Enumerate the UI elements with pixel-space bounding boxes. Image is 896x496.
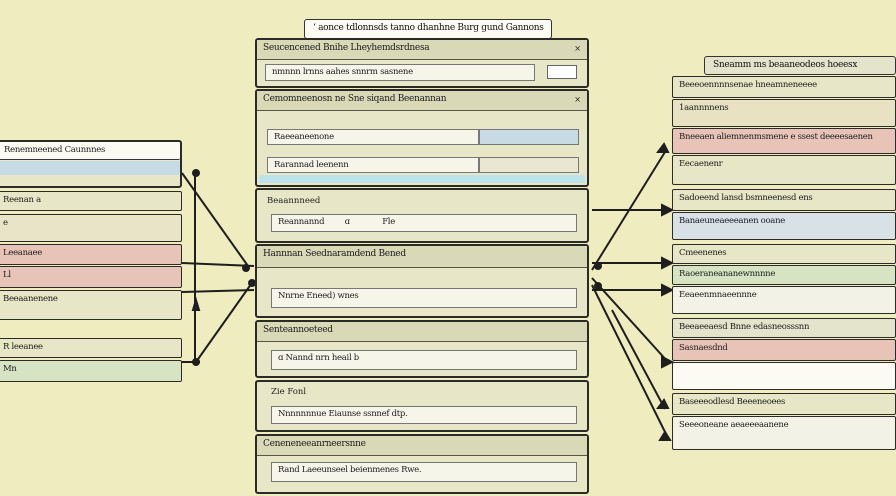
center-card-6-field[interactable]: Nnnnnnnue Eiaunse ssnnef dtp.	[271, 406, 577, 424]
center-card-2: Cemomneenosn ne Sne siqand Beenannan × R…	[255, 89, 589, 187]
center-card-6: Zie Fonl Nnnnnnnue Eiaunse ssnnef dtp.	[255, 380, 589, 432]
center-card-3: Beaannneed Reannannd ɑ Fle	[255, 188, 589, 243]
connector-line	[591, 284, 669, 439]
arrow-head	[656, 142, 670, 153]
right-bar[interactable]: Raoeraneananewnnnne	[672, 265, 896, 285]
center-card-2-field-2[interactable]: Rarannad leenenn	[267, 157, 479, 173]
center-card-7: Ceneneneeanrneersnne Rand Laeeunseel bei…	[255, 434, 589, 494]
right-top-tab[interactable]: Sneamm ms beaaneodeos hoeesx	[704, 56, 896, 75]
close-icon[interactable]: ×	[574, 44, 581, 53]
arrow-head	[661, 203, 675, 217]
right-bar[interactable]	[672, 362, 896, 390]
left-bar[interactable]: R leeanee	[0, 338, 182, 358]
center-card-6-label: Zie Fonl	[271, 387, 307, 397]
checkbox-icon[interactable]	[547, 65, 577, 79]
left-bar[interactable]: Beeaanenene	[0, 290, 182, 320]
right-bar[interactable]: Cmeenenes	[672, 244, 896, 264]
connector-line	[181, 289, 255, 293]
right-bar[interactable]: 1aannnnens	[672, 99, 896, 127]
right-bar[interactable]: Eeaeenmnaeennne	[672, 286, 896, 314]
connector-node	[192, 169, 200, 177]
left-bar[interactable]: Renemneened Caunnnes	[0, 142, 180, 160]
right-bar[interactable]: Beeeoennnnsenae hneamneneeee	[672, 76, 896, 98]
center-card-5-header: Senteannoeteed	[257, 322, 587, 342]
right-bar[interactable]: Beeaeeaesd Bnne edasneosssnn	[672, 318, 896, 338]
connector-node	[192, 358, 200, 366]
arrow-head	[656, 398, 670, 409]
left-bar[interactable]: Mn	[0, 360, 182, 382]
right-bar[interactable]: Sadoeend lansd bsmneenesd ens	[672, 189, 896, 211]
connector-line	[181, 262, 255, 267]
center-card-1: Seucencened Bnihe Lheyhemdsrdnesa × nmnn…	[255, 38, 589, 88]
arrow-head	[661, 355, 675, 369]
right-bar[interactable]: Banaeuneaeeeanen ooane	[672, 212, 896, 240]
center-card-4: Hannnan Seednaramdend Bened Nnrne Eneed)…	[255, 244, 589, 318]
left-bar[interactable]: Leeanaee	[0, 244, 182, 265]
center-card-5-field[interactable]: ɑ Nannd nrn heail b	[271, 350, 577, 370]
center-top-tab[interactable]: ʻ aonce tdlonnsds tanno dhanhne Burg gun…	[304, 19, 552, 39]
left-group-1: Renemneened Caunnnes	[0, 140, 182, 188]
center-card-2-header: Cemomneenosn ne Sne siqand Beenannan	[257, 91, 587, 111]
arrow-head	[658, 430, 672, 441]
center-card-5: Senteannoeteed ɑ Nannd nrn heail b	[255, 320, 589, 378]
arrow-head	[191, 296, 201, 311]
left-bar[interactable]: e	[0, 214, 182, 242]
connector-node	[594, 282, 602, 290]
center-card-1-field[interactable]: nmnnn lrnns aahes snnrm sasnene	[265, 64, 535, 81]
left-bar[interactable]: Ll	[0, 266, 182, 288]
center-card-3-field[interactable]: Reannannd ɑ Fle	[271, 214, 577, 232]
center-card-2-field-1[interactable]: Raeeaneenone	[267, 129, 479, 145]
right-bar[interactable]: Sasnaesdnd	[672, 339, 896, 361]
left-bar[interactable]	[0, 161, 180, 175]
center-card-3-label: Beaannneed	[267, 196, 321, 206]
connector-node	[594, 262, 602, 270]
center-card-7-field[interactable]: Rand Laeeunseel beienmenes Rwe.	[271, 462, 577, 482]
field-part: Fle	[382, 217, 395, 227]
right-bar[interactable]: Baseeeodlesd Beeeneoees	[672, 393, 896, 415]
arrow-head	[661, 256, 675, 270]
center-card-1-header: Seucencened Bnihe Lheyhemdsrdnesa	[257, 40, 587, 60]
connector-line	[611, 309, 666, 410]
center-card-2-cell	[479, 157, 579, 173]
connector-line	[181, 172, 249, 267]
center-card-4-field[interactable]: Nnrne Eneed) wnes	[271, 288, 577, 308]
arrow-head	[661, 283, 675, 297]
connector-line	[591, 277, 669, 363]
field-part: Reannannd	[278, 217, 325, 227]
connector-line	[195, 279, 255, 363]
left-bar[interactable]: Reenan a	[0, 191, 182, 211]
right-bar[interactable]: Seeeoneane aeaeeeaanene	[672, 416, 896, 450]
center-card-2-highlight	[259, 175, 585, 183]
right-bar[interactable]: Eecaenenr	[672, 155, 896, 185]
connector-node	[242, 264, 250, 272]
field-part: ɑ	[344, 217, 350, 227]
center-card-2-blue-cell	[479, 129, 579, 145]
close-icon[interactable]: ×	[574, 95, 581, 104]
right-bar[interactable]: Bneeaen aliemnenmsmene e ssest deeeesaen…	[672, 128, 896, 154]
center-card-7-header: Ceneneneeanrneersnne	[257, 436, 587, 456]
center-card-4-header: Hannnan Seednaramdend Bened	[257, 246, 587, 268]
